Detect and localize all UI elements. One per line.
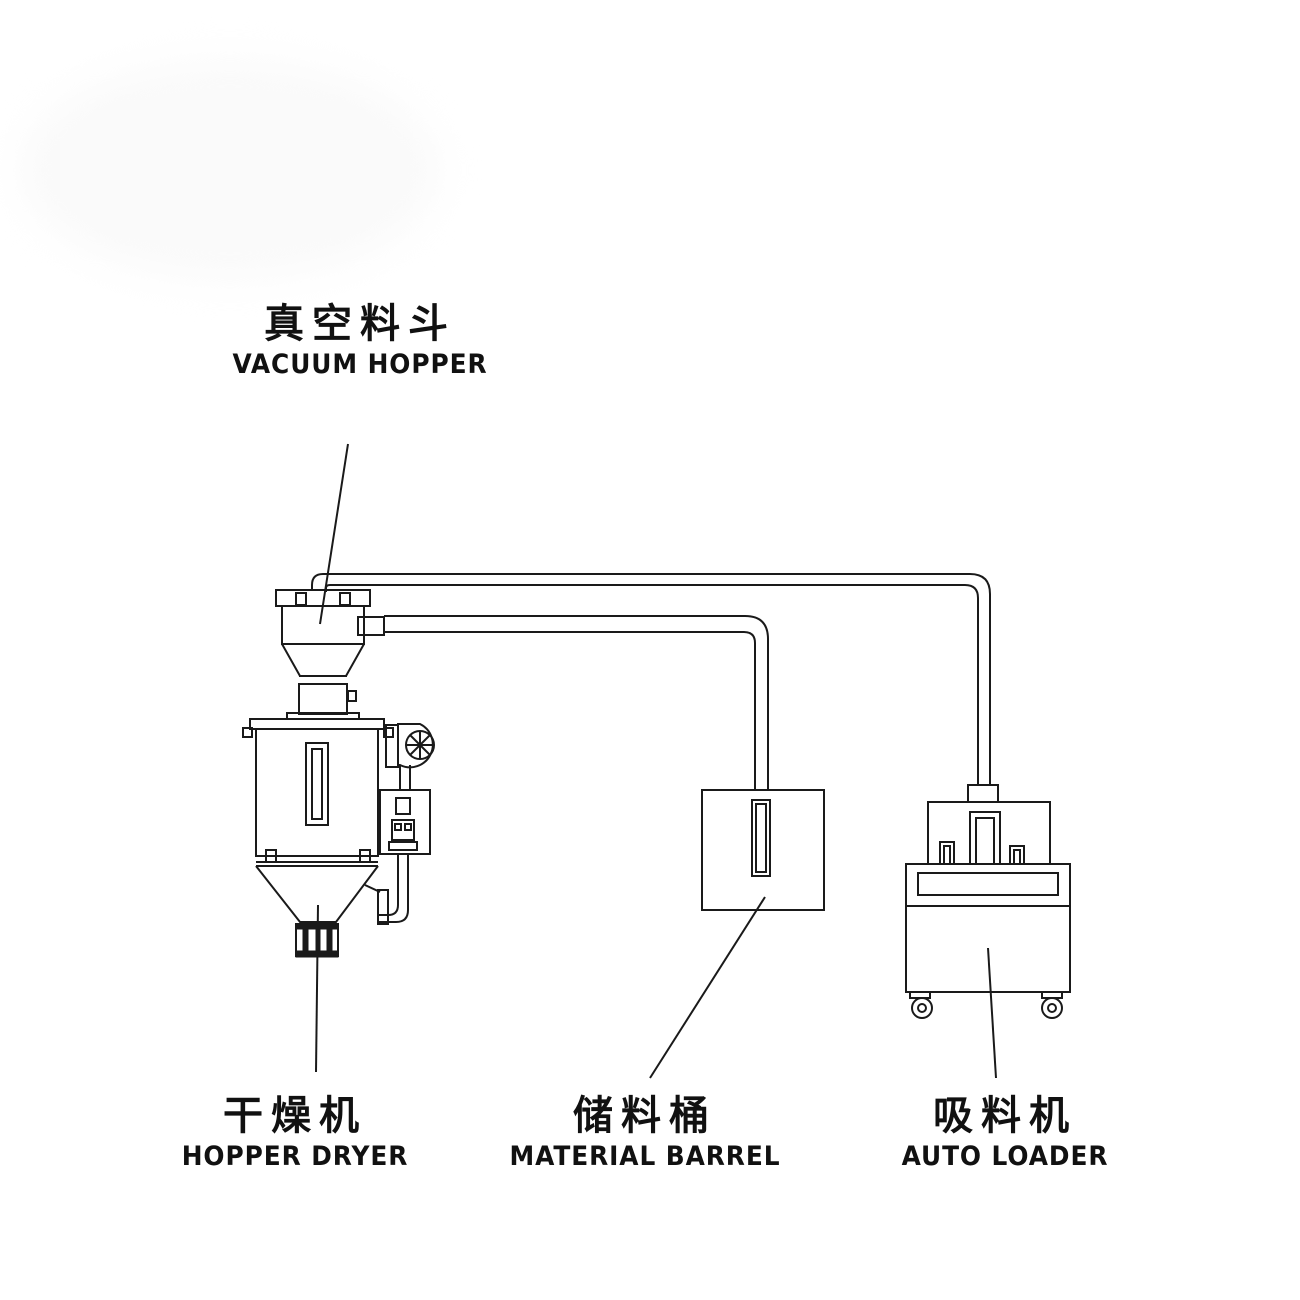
material-barrel (701, 789, 825, 911)
vacuum-hopper (275, 589, 371, 720)
leader-line-vacuum-hopper (319, 443, 349, 625)
material-barrel-cn: 储料桶 (573, 1093, 717, 1139)
label-material-barrel: 储料桶 MATERIAL BARREL (490, 1092, 800, 1174)
hopper-dryer-en: HOPPER DRYER (181, 1141, 409, 1172)
label-auto-loader: 吸料机 AUTO LOADER (870, 1092, 1140, 1174)
leader-line-auto-loader (987, 947, 997, 1079)
auto-loader (905, 801, 1071, 1019)
feed-pipe-to-barrel (357, 615, 769, 790)
hopper-dryer-cn: 干燥机 (223, 1093, 367, 1139)
leader-line-material-barrel (649, 896, 766, 1079)
control-box (364, 789, 431, 925)
leader-line-hopper-dryer (315, 904, 319, 1073)
background-smudge (20, 60, 440, 280)
blower-icon (385, 723, 435, 790)
material-barrel-en: MATERIAL BARREL (509, 1141, 781, 1172)
vacuum-hopper-cn: 真空料斗 (264, 301, 456, 347)
vacuum-hopper-en: VACUUM HOPPER (232, 349, 488, 380)
label-vacuum-hopper: 真空料斗 VACUUM HOPPER (210, 300, 510, 382)
auto-loader-en: AUTO LOADER (901, 1141, 1109, 1172)
auto-loader-cn: 吸料机 (933, 1093, 1077, 1139)
label-hopper-dryer: 干燥机 HOPPER DRYER (150, 1092, 440, 1174)
